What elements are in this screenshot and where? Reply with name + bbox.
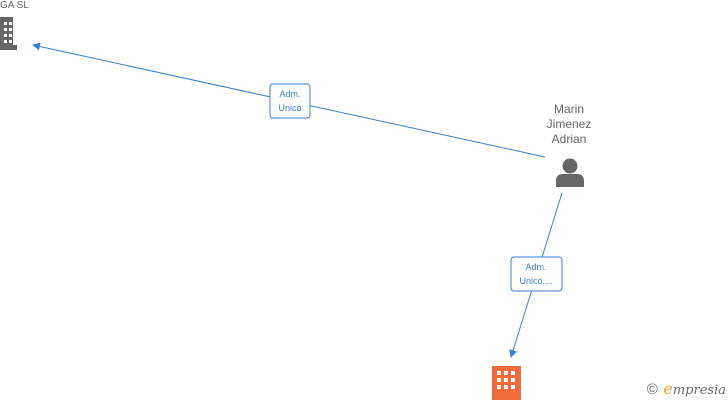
company-node-bottom[interactable] bbox=[492, 366, 521, 400]
edge-label-line: Adm. bbox=[279, 89, 300, 99]
person-node[interactable]: Marin Jimenez Adrian bbox=[547, 102, 592, 187]
company-node-top[interactable]: GA SL bbox=[0, 0, 29, 50]
edge-label-line: Adm. bbox=[525, 262, 546, 272]
brand-name: mpresia bbox=[672, 383, 726, 398]
building-icon bbox=[492, 366, 521, 400]
copyright-icon: © bbox=[646, 381, 658, 398]
edge-label-adm-unico-more[interactable]: Adm. Unico,... bbox=[510, 256, 563, 292]
building-icon bbox=[0, 17, 17, 50]
edge-label-line: Unico bbox=[278, 103, 301, 113]
edge-label-adm-unico[interactable]: Adm. Unico bbox=[269, 83, 311, 119]
edge-label-line: Unico,... bbox=[519, 276, 552, 286]
company-label: GA SL bbox=[0, 0, 29, 11]
person-icon bbox=[556, 158, 584, 187]
person-name-line: Adrian bbox=[552, 132, 587, 146]
person-name-line: Marin bbox=[554, 102, 584, 116]
empresia-watermark: © empresia bbox=[647, 379, 726, 398]
brand-initial: e bbox=[663, 379, 673, 398]
person-name-line: Jimenez bbox=[547, 117, 592, 131]
